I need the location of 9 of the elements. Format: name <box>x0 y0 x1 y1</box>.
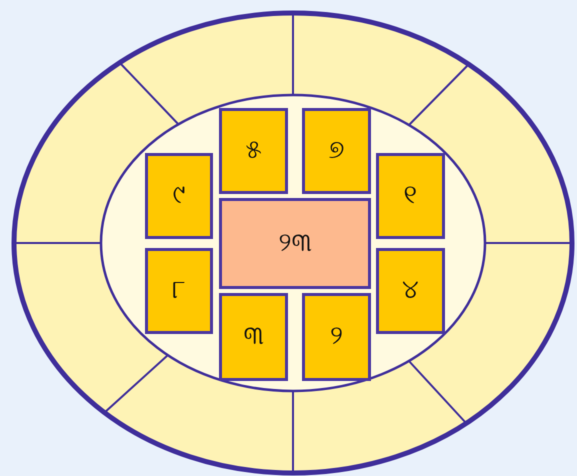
center-box: ୨୩ <box>219 198 371 289</box>
number-box: ୮ <box>145 248 213 334</box>
number-box: ୩ <box>219 293 288 381</box>
number-box: ୪ <box>376 248 445 334</box>
number-box: ୫ <box>219 108 288 194</box>
number-box: ୯ <box>145 153 213 239</box>
number-box: ୭ <box>302 108 371 194</box>
number-box: ୧ <box>376 153 445 239</box>
number-box: ୨ <box>302 293 371 381</box>
